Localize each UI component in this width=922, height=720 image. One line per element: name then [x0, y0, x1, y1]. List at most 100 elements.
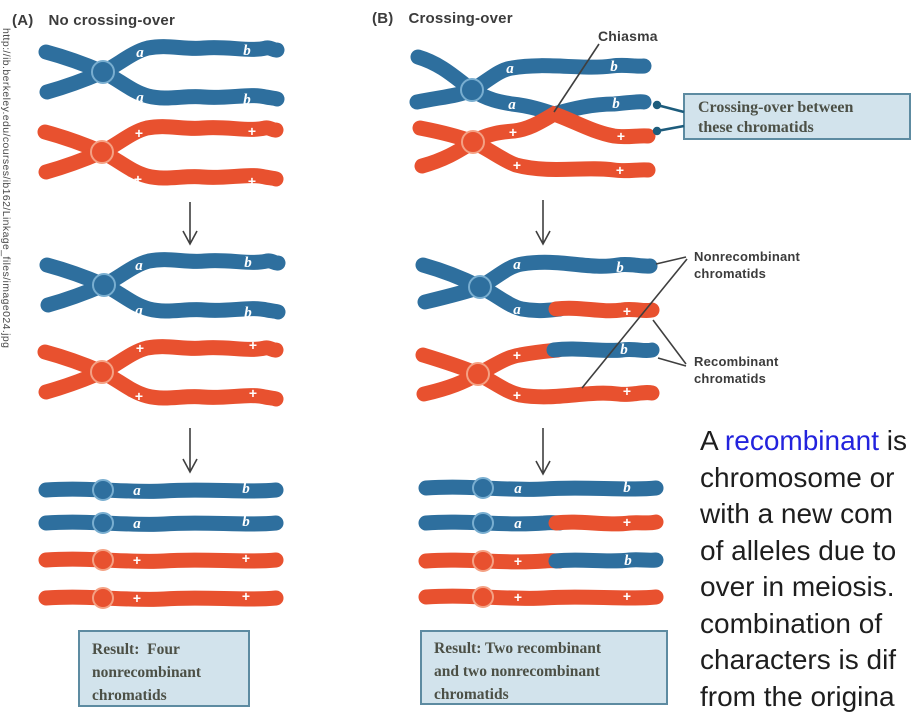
recombinant-definition-note: A recombinant is chromosome or with a ne… — [700, 423, 922, 720]
allele-label: + — [514, 553, 522, 569]
chromatid-red-nonrecombinant — [426, 587, 656, 607]
chromatid-blue-tip — [546, 341, 660, 359]
centromere — [472, 512, 494, 534]
chromatid-red-segment — [548, 514, 664, 532]
panel-b-result-box: Result: Two recombinant and two nonrecom… — [420, 630, 668, 705]
allele-label: + — [623, 383, 631, 399]
nonrecombinant-label-line2: chromatids — [694, 266, 767, 281]
allele-label: b — [624, 553, 632, 569]
down-arrowhead — [182, 230, 198, 246]
recombinant-pointer-line — [652, 319, 687, 365]
allele-label: + — [513, 157, 521, 173]
recombinant-label-line1: Recombinant — [694, 354, 779, 369]
nonrecombinant-label: Nonrecombinant chromatids — [694, 248, 800, 282]
recombinant-pointer-line — [657, 357, 687, 367]
panel-a-label: (A) — [12, 12, 34, 29]
note-line2: chromosome or — [700, 461, 895, 493]
note-line3: with a new com — [700, 498, 893, 529]
result-b-line3: chromatids — [434, 686, 509, 703]
centromere — [460, 78, 484, 102]
note-line7: characters is dif — [700, 644, 897, 675]
result-a-line2: nonrecombinant — [92, 664, 202, 681]
chromosome-blue-b-stage2 — [415, 254, 658, 319]
allele-label: + — [623, 514, 631, 530]
down-arrowhead — [535, 460, 551, 476]
down-arrowhead — [535, 230, 551, 246]
allele-label: a — [508, 97, 516, 113]
allele-label: b — [623, 480, 631, 496]
panel-b-label: (B) — [372, 10, 394, 27]
crossing-over-callout-box: Crossing-over between these chromatids — [683, 93, 911, 140]
callout-connector-line — [656, 103, 685, 114]
allele-label: b — [242, 481, 250, 497]
result-a-line1: Result: Four — [92, 641, 180, 658]
centromere — [461, 130, 485, 154]
callout-connector-line — [656, 124, 685, 133]
centromere — [468, 275, 492, 299]
chromosome-red-a-stage2 — [45, 347, 276, 399]
callout-line1: Crossing-over between — [698, 99, 854, 116]
allele-label: a — [506, 61, 514, 77]
chromosome-blue-b-stage1 — [409, 49, 652, 122]
note-line4: of alleles due to — [700, 534, 897, 566]
chromatid-recombinant-blue-red — [418, 512, 664, 534]
note-line8: from the origina — [700, 680, 895, 712]
allele-label: + — [514, 589, 522, 605]
callout-connector-dot — [652, 126, 662, 136]
allele-label: a — [135, 303, 143, 319]
panel-b-title: (B) Crossing-over — [372, 10, 513, 27]
allele-label: + — [617, 128, 625, 144]
allele-label: + — [133, 590, 141, 606]
allele-label: + — [513, 387, 521, 403]
result-b-line2: and two nonrecombinant — [434, 663, 600, 680]
panel-a-title: (A) No crossing-over — [12, 12, 175, 29]
callout-connector-dot — [652, 100, 662, 110]
chiasma-pointer-line — [553, 43, 600, 113]
allele-label: a — [513, 257, 521, 273]
allele-label: + — [509, 124, 517, 140]
panel-a-result-box: Result: Four nonrecombinant chromatids — [78, 630, 250, 707]
allele-label: + — [135, 125, 143, 141]
source-url-watermark: http://ib.berkeley.edu/courses/ib162/Lin… — [0, 28, 12, 349]
allele-label: a — [514, 516, 522, 532]
allele-label: + — [135, 388, 143, 404]
allele-label: a — [135, 258, 143, 274]
allele-label: + — [616, 162, 624, 178]
allele-label: b — [616, 260, 624, 276]
note-line6: combination of — [700, 607, 883, 639]
allele-label: + — [623, 303, 631, 319]
allele-label: b — [620, 342, 628, 358]
allele-label: b — [243, 92, 251, 108]
allele-label: b — [244, 305, 252, 321]
chromatid-recombinant-red-blue — [418, 550, 664, 572]
nonrecombinant-pointer-line — [655, 256, 687, 265]
nonrecombinant-label-line1: Nonrecombinant — [694, 249, 801, 264]
recombinant-label-line2: chromatids — [694, 371, 767, 386]
recombinant-label: Recombinant chromatids — [694, 353, 779, 387]
allele-label: + — [134, 171, 142, 187]
note-line5: over in meiosis. — [700, 571, 895, 602]
note-line1: A recombinant is — [700, 425, 908, 456]
allele-label: + — [133, 552, 141, 568]
allele-label: a — [514, 481, 522, 497]
allele-label: b — [242, 514, 250, 530]
chromatid-blue-segment — [415, 257, 568, 319]
chromatid-red-tip — [548, 300, 660, 319]
allele-label: + — [623, 588, 631, 604]
panel-a-title-text: No crossing-over — [48, 12, 175, 29]
callout-line2: these chromatids — [698, 119, 814, 136]
allele-label: a — [133, 516, 141, 532]
allele-label: + — [249, 385, 257, 401]
allele-label: a — [136, 90, 144, 106]
nonrecombinant-pointer-line — [581, 258, 688, 389]
chromatid-red-segment — [416, 342, 566, 402]
result-b-line1: Result: Two recombinant — [434, 640, 602, 657]
allele-label: b — [610, 59, 618, 75]
allele-label: + — [242, 550, 250, 566]
allele-label: a — [136, 45, 144, 61]
chromosome-red-b-stage2 — [415, 342, 660, 405]
allele-label: b — [243, 43, 251, 59]
recombinant-highlight: recombinant — [724, 425, 880, 456]
